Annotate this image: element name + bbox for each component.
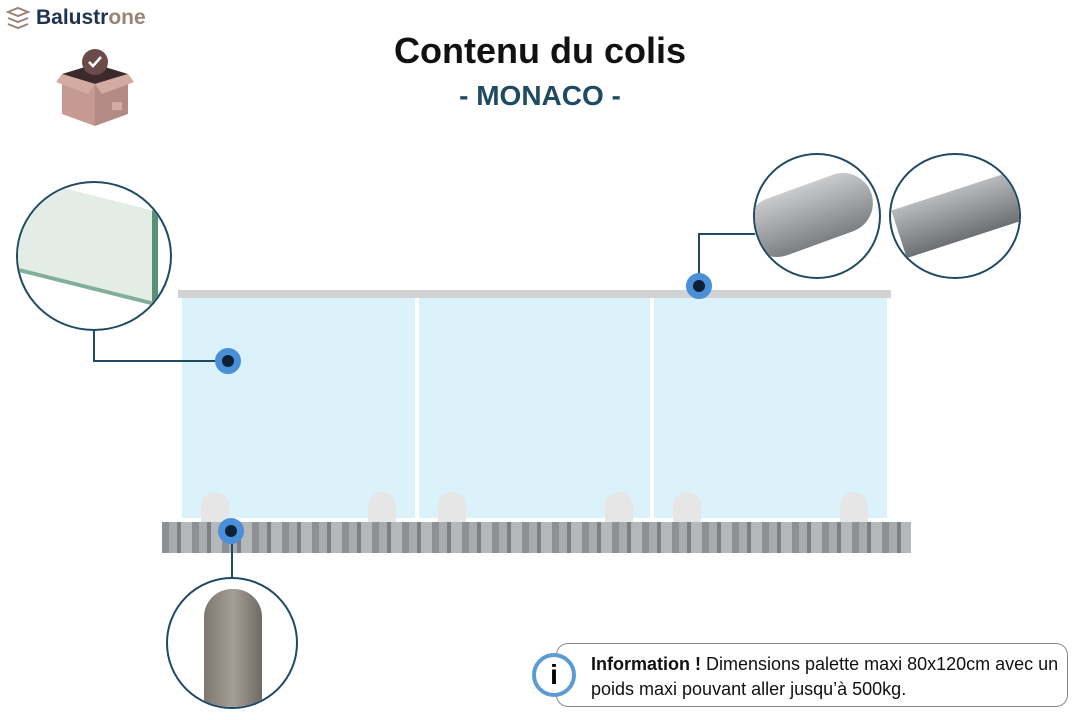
square-handrail-circle [889,153,1021,279]
info-box: Information ! Dimensions palette maxi 80… [556,643,1068,707]
info-label: Information ! [591,654,701,674]
brand-name: Balustrone [36,6,146,29]
logo-icon [6,6,31,30]
info-icon: i [532,653,576,697]
clamp-detail-circle [166,577,298,709]
glass-panel [182,298,415,518]
brand-logo: Balustrone [6,6,146,30]
round-handrail-circle [753,153,881,279]
floor-clamp [673,492,701,524]
clamp-marker-dot [218,518,244,544]
callout-line [93,330,95,361]
glass-detail-circle [16,181,172,331]
callout-line [698,233,755,235]
callout-line [231,537,233,581]
glass-marker-dot [215,348,241,374]
callout-line [698,234,700,286]
glass-panel [419,298,650,518]
floor-clamp [840,492,868,524]
floor-clamp [438,492,466,524]
handrail [178,290,891,298]
concrete-floor [162,522,911,553]
glass-panel [654,298,887,518]
page-subtitle: - MONACO - [459,80,621,111]
floor-clamp [605,492,633,524]
floor-clamp [368,492,396,524]
handrail-marker-dot [686,273,712,299]
package-icon [56,49,134,126]
page-title: Contenu du colis [394,30,686,71]
callout-line [93,360,228,362]
info-text: Dimensions palette maxi 80x120cm avec un… [591,654,1059,699]
